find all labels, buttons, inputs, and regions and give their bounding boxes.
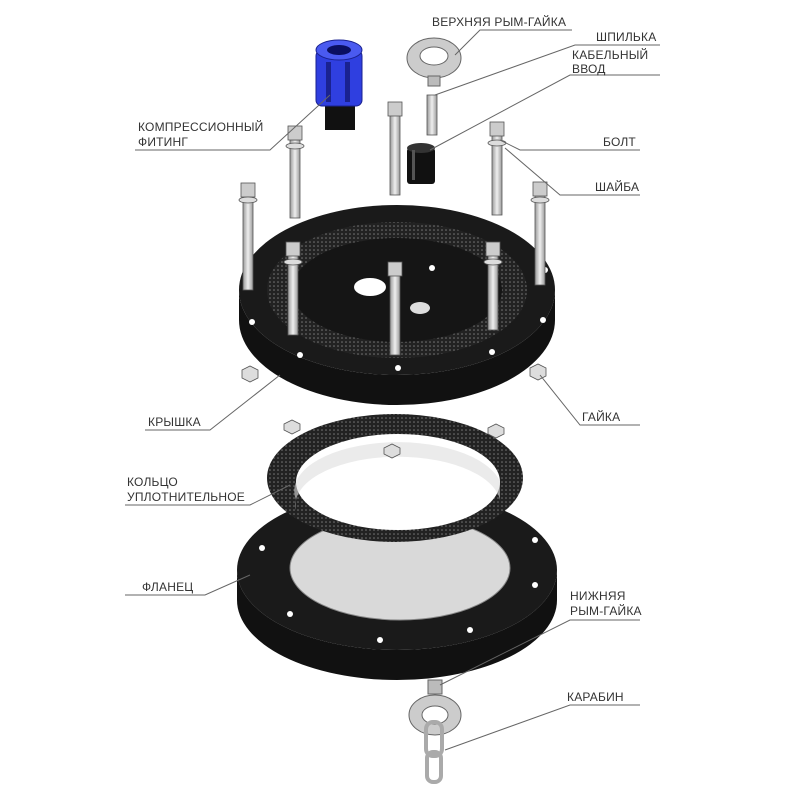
label-flange: ФЛАНЕЦ (142, 580, 193, 594)
bolts (238, 101, 550, 356)
bolt (285, 125, 305, 219)
label-cover: КРЫШКА (148, 415, 201, 429)
bolt (238, 182, 258, 291)
label-cable-gland-2: ВВОД (572, 62, 606, 76)
leader-lines (125, 29, 660, 751)
label-fitting-1: КОМПРЕССИОННЫЙ (138, 119, 264, 134)
bottom-eye-nut (408, 679, 462, 736)
label-top-eye-nut: ВЕРХНЯЯ РЫМ-ГАЙКА (432, 14, 566, 29)
stud (426, 94, 438, 136)
cable-gland (407, 143, 435, 184)
bolt (387, 261, 403, 356)
label-stud: ШПИЛЬКА (596, 30, 656, 44)
labels: ВЕРХНЯЯ РЫМ-ГАЙКА ШПИЛЬКА КАБЕЛЬНЫЙ ВВОД… (127, 14, 656, 704)
top-eye-nut (406, 37, 462, 87)
label-bottom-eye-nut-1: НИЖНЯЯ (570, 589, 626, 603)
label-ring-2: УПЛОТНИТЕЛЬНОЕ (127, 490, 245, 504)
label-washer: ШАЙБА (595, 179, 639, 194)
label-fitting-2: ФИТИНГ (138, 135, 188, 149)
carabiner (424, 720, 444, 784)
bolt (487, 121, 507, 216)
label-bolt: БОЛТ (603, 135, 636, 149)
nuts (241, 363, 547, 459)
label-bottom-eye-nut-2: РЫМ-ГАЙКА (570, 603, 642, 618)
compression-fitting (315, 39, 363, 130)
label-ring-1: КОЛЬЦО (127, 475, 178, 489)
bolt (387, 101, 403, 196)
label-carabiner: КАРАБИН (567, 690, 624, 704)
bolt (530, 181, 550, 286)
sealing-ring (267, 414, 523, 542)
bolt (283, 241, 303, 336)
flange (237, 490, 557, 680)
label-nut: ГАЙКА (582, 409, 620, 424)
bolt (483, 241, 503, 331)
label-cable-gland-1: КАБЕЛЬНЫЙ (572, 47, 648, 62)
